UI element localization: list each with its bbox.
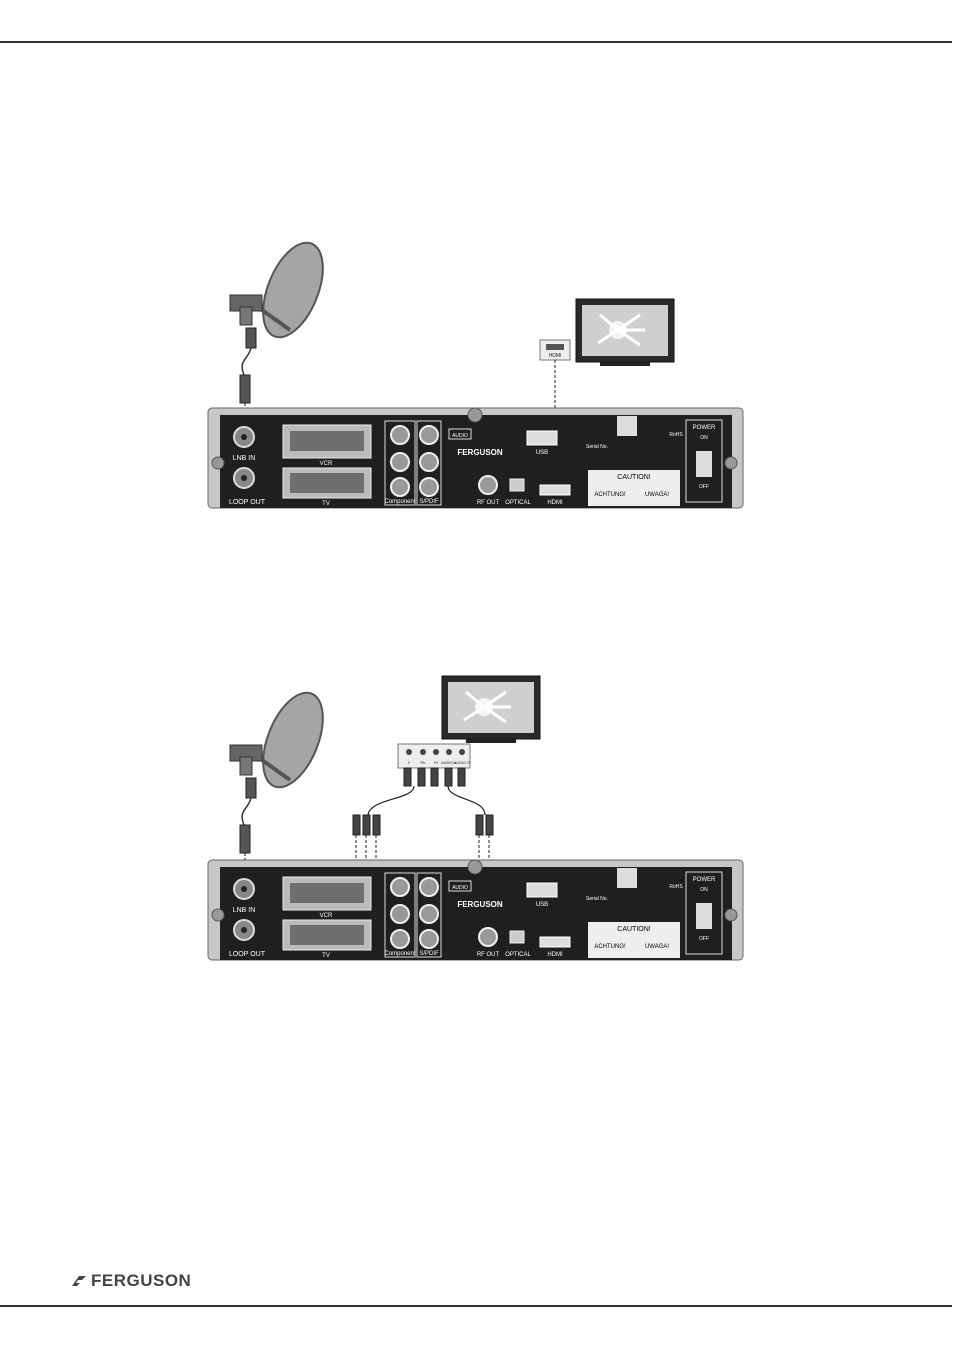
spdif-label: S/PDIF [419,499,439,505]
tv-port-audio-l: AUDIO L [441,760,458,765]
optical-label: OPTICAL [505,952,531,958]
uwaga-label: UWAGA! [645,492,669,498]
hdmi-connection-diagram: HDMI LNB IN LOOP OUT VCR TV Component S/… [0,235,954,520]
power-label: POWER [693,425,716,431]
television [441,675,541,743]
receiver-rear-panel: LNB IN LOOP OUT VCR TV Component S/PDIF … [207,407,744,509]
satellite-dish [229,691,324,789]
footer-brand: FERGUSON [91,1271,192,1290]
serial-label: Serial No. [586,444,608,450]
power-on-label: ON [700,887,708,893]
tv-port-pr: Pr [434,760,439,765]
optical-label: OPTICAL [505,500,531,506]
spdif-label: S/PDIF [419,951,439,957]
lnb-in-label: LNB IN [233,907,256,914]
rf-out-label: RF OUT [477,500,500,506]
tv-port-pb: Pb [421,760,427,765]
top-rule [0,41,952,43]
caution-label: CAUTION! [617,474,651,481]
uwaga-label: UWAGA! [645,944,669,950]
footer-logo: FERGUSON [70,1270,191,1292]
power-label: POWER [693,877,716,883]
receiver-rear-panel: LNB IN LOOP OUT VCR TV Component S/PDIF … [207,859,744,961]
achtung-label: ACHTUNG! [594,944,626,950]
rf-out-label: RF OUT [477,952,500,958]
usb-label: USB [536,902,548,908]
loop-out-label: LOOP OUT [229,499,266,506]
vcr-label: VCR [320,461,333,467]
hdmi-label: HDMI [547,500,563,506]
audio-label: AUDIO [452,433,468,439]
tv-scart-label: TV [322,953,330,959]
component-label: Component [384,951,415,957]
power-off-label: OFF [699,484,709,490]
television [575,298,675,366]
tv-hdmi-label: HDMI [549,353,562,359]
tv-component-ports: Y Pb Pr AUDIO L AUDIO R [397,743,471,769]
tv-hdmi-port: HDMI [539,339,571,361]
satellite-dish [229,241,324,339]
tv-port-audio-r: AUDIO R [454,760,471,765]
usb-label: USB [536,450,548,456]
audio-label: AUDIO [452,885,468,891]
component-label: Component [384,499,415,505]
power-off-label: OFF [699,936,709,942]
bottom-rule [0,1305,952,1307]
component-connection-diagram: Y Pb Pr AUDIO L AUDIO R LNB IN LOOP OUT … [0,670,954,970]
power-on-label: ON [700,435,708,441]
caution-label: CAUTION! [617,926,651,933]
achtung-label: ACHTUNG! [594,492,626,498]
panel-brand: FERGUSON [457,900,503,909]
hdmi-label: HDMI [547,952,563,958]
vcr-label: VCR [320,913,333,919]
ferguson-logo-icon [72,1276,86,1286]
lnb-in-label: LNB IN [233,455,256,462]
tv-scart-label: TV [322,501,330,507]
serial-label: Serial No. [586,896,608,902]
component-cables [352,767,494,862]
tv-port-y: Y [408,760,411,765]
loop-out-label: LOOP OUT [229,951,266,958]
rohs-label: RoHS [669,884,683,890]
panel-brand: FERGUSON [457,448,503,457]
rohs-label: RoHS [669,432,683,438]
